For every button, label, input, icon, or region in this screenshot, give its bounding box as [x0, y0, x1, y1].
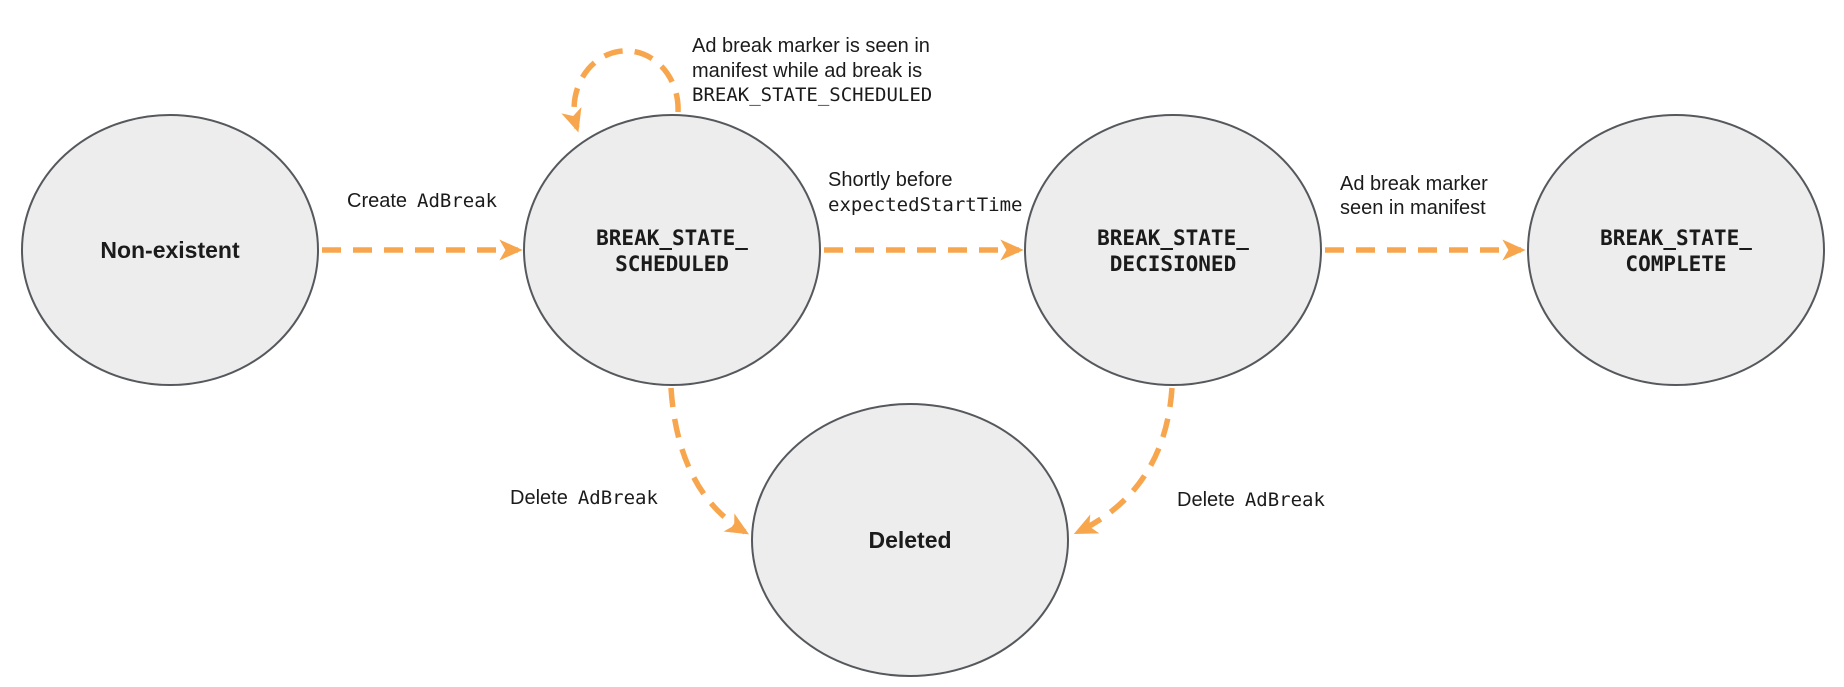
node-circle-complete: [1527, 114, 1825, 386]
edge-label-marker-seen: Ad break marker seen in manifest: [1340, 173, 1488, 219]
state-node-decisioned: BREAK_STATE_ DECISIONED: [1024, 114, 1322, 386]
state-node-scheduled: BREAK_STATE_ SCHEDULED: [523, 114, 821, 386]
edge-label-delete-right-code: AdBreak: [1245, 489, 1326, 511]
edge-self-loop-scheduled: [561, 48, 681, 133]
node-label-scheduled-line1: BREAK_STATE_: [596, 226, 748, 250]
state-node-non-existent: Non-existent: [21, 114, 319, 386]
edge-scheduled-to-deleted: [668, 387, 750, 535]
edge-decisioned-to-deleted: [1073, 387, 1175, 535]
edge-label-delete-adbreak-right: Delete AdBreak: [1177, 489, 1325, 511]
node-circle-non-existent: [21, 114, 319, 386]
edge-label-create-adbreak: Create AdBreak: [347, 190, 498, 212]
edge-label-self-loop-line1: Ad break marker is seen in: [692, 35, 930, 57]
edge-label-self-loop-line2: manifest while ad break is: [692, 60, 922, 82]
node-label-deleted: Deleted: [868, 527, 951, 553]
edge-label-create-plain: Create: [347, 190, 407, 212]
edge-label-self-loop-code: BREAK_STATE_SCHEDULED: [692, 84, 932, 106]
state-node-deleted: Deleted: [751, 403, 1069, 677]
node-label-scheduled-line2: SCHEDULED: [615, 252, 729, 276]
edge-label-expected-start-time-code: expectedStartTime: [828, 194, 1022, 216]
edge-label-self-loop: Ad break marker is seen in manifest whil…: [692, 35, 932, 106]
edge-label-delete-left-code: AdBreak: [578, 487, 659, 509]
edge-label-create-code: AdBreak: [417, 190, 498, 212]
node-circle-scheduled: [523, 114, 821, 386]
edge-label-shortly-before: Shortly before expectedStartTime: [828, 169, 1022, 216]
state-node-complete: BREAK_STATE_ COMPLETE: [1527, 114, 1825, 386]
node-label-non-existent: Non-existent: [100, 237, 240, 263]
node-label-complete-line2: COMPLETE: [1625, 252, 1726, 276]
edge-label-shortly-before-plain: Shortly before: [828, 169, 953, 191]
node-circle-deleted: [751, 403, 1069, 677]
node-label-decisioned-line2: DECISIONED: [1110, 252, 1236, 276]
edge-label-marker-seen-line2: seen in manifest: [1340, 197, 1486, 219]
node-label-complete-line1: BREAK_STATE_: [1600, 226, 1752, 250]
edge-label-marker-seen-line1: Ad break marker: [1340, 173, 1488, 195]
node-label-decisioned-line1: BREAK_STATE_: [1097, 226, 1249, 250]
edge-label-delete-right-plain: Delete: [1177, 489, 1235, 511]
node-circle-decisioned: [1024, 114, 1322, 386]
edge-label-delete-left-plain: Delete: [510, 487, 568, 509]
edge-label-delete-adbreak-left: Delete AdBreak: [510, 487, 658, 509]
